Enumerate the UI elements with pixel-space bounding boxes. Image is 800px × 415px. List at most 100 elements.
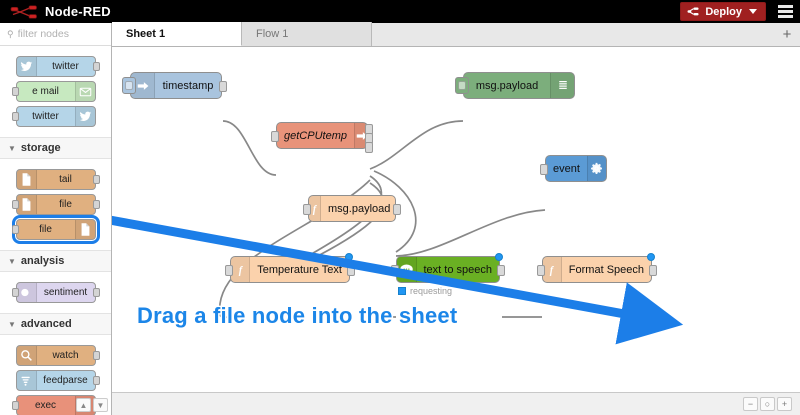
palette-category-body: watch feedparse exec xyxy=(0,335,111,415)
flow-node-text-speech[interactable]: text to speech xyxy=(391,253,505,283)
palette-node-label: exec xyxy=(34,400,57,411)
node-output-port[interactable] xyxy=(365,142,373,153)
node-input-port[interactable] xyxy=(271,131,279,142)
node-input-port[interactable] xyxy=(11,87,19,96)
node-output-port[interactable] xyxy=(497,265,505,276)
zoom-reset-button[interactable]: ○ xyxy=(760,397,775,411)
node-input-port[interactable] xyxy=(537,265,545,276)
chevron-down-icon[interactable]: ▼ xyxy=(93,398,108,412)
node-input-port[interactable] xyxy=(303,204,311,215)
palette-category-body: twitter e mail twitter xyxy=(0,46,111,137)
node-input-port[interactable] xyxy=(11,288,19,297)
flow-node-label: msg.payload xyxy=(475,79,539,92)
deploy-dropdown-caret-icon[interactable] xyxy=(749,9,757,14)
node-input-port[interactable] xyxy=(391,265,399,276)
flow-canvas[interactable]: timestamp getCPUtemp msg.payload event f msg.… xyxy=(112,47,800,392)
flow-node-label: Temperature Text xyxy=(257,263,342,276)
palette-body: twitter e mail twitter ▼storage tail file file… xyxy=(0,46,111,415)
palette-node-label: twitter xyxy=(52,61,79,72)
deploy-button[interactable]: Deploy xyxy=(680,2,766,21)
magnifier-icon xyxy=(16,346,37,365)
status-square-icon xyxy=(398,287,406,295)
palette-node-twitter[interactable]: twitter xyxy=(11,106,96,127)
node-action-button[interactable] xyxy=(455,77,469,94)
node-output-port[interactable] xyxy=(92,376,100,385)
palette-category-label: analysis xyxy=(20,255,65,267)
node-output-port[interactable] xyxy=(347,265,355,276)
search-icon: ⚲ xyxy=(7,28,14,39)
palette-node-label: watch xyxy=(52,350,79,361)
svg-text:f: f xyxy=(313,204,318,215)
twitter-bird-icon xyxy=(74,107,95,126)
twitter-bird-icon xyxy=(16,57,37,76)
annotation-caption: Drag a file node into the sheet xyxy=(135,302,458,330)
node-output-port[interactable] xyxy=(92,62,100,71)
flow-node-getcputemp[interactable]: getCPUtemp xyxy=(271,122,373,153)
palette-scroll-controls: ▲ ▼ xyxy=(76,398,108,412)
palette-node-sentiment[interactable]: sentiment xyxy=(11,282,100,303)
node-output-port[interactable] xyxy=(92,351,100,360)
node-output-port[interactable] xyxy=(393,204,401,215)
palette-category-advanced[interactable]: ▼advanced xyxy=(0,313,111,335)
node-input-port[interactable] xyxy=(11,401,19,410)
zoom-in-button[interactable]: + xyxy=(777,397,792,411)
chevron-up-icon[interactable]: ▲ xyxy=(76,398,91,412)
node-input-port[interactable] xyxy=(11,112,19,121)
node-status-label: requesting xyxy=(398,286,452,296)
debug-lines-icon xyxy=(550,73,574,98)
palette-node-label: sentiment xyxy=(43,287,88,298)
svg-text:f: f xyxy=(238,265,243,276)
node-output-port[interactable] xyxy=(649,265,657,276)
flow-node-label: text to speech xyxy=(423,263,493,276)
deploy-nodes-icon xyxy=(687,7,699,16)
file-page-icon xyxy=(16,170,37,189)
palette-node-file[interactable]: file xyxy=(11,194,100,215)
palette-category-analysis[interactable]: ▼ analysis xyxy=(0,250,111,272)
add-tab-button[interactable]: + xyxy=(782,25,792,43)
node-input-port[interactable] xyxy=(11,225,19,234)
file-page-icon xyxy=(74,220,95,239)
flow-node-label: Format Speech xyxy=(568,263,644,276)
flow-node-debug-top[interactable]: msg.payload xyxy=(455,72,575,99)
flow-node-temp-text[interactable]: f Temperature Text xyxy=(225,253,355,283)
palette-category-body: tail file file xyxy=(0,159,111,250)
node-input-port[interactable] xyxy=(11,200,19,209)
zoom-out-button[interactable]: − xyxy=(743,397,758,411)
palette-node-label: feedparse xyxy=(43,375,88,386)
node-status-text: requesting xyxy=(410,286,453,296)
search-input[interactable] xyxy=(17,28,103,40)
node-status-dot xyxy=(495,253,503,261)
app-header: Node-RED Deploy xyxy=(0,0,800,23)
node-palette: ⚲ twitter e mail twitter ▼storage tail file fi… xyxy=(0,23,112,415)
palette-filter: ⚲ xyxy=(0,23,111,46)
brand-title: Node-RED xyxy=(45,4,111,19)
palette-node-twitter[interactable]: twitter xyxy=(15,56,100,77)
palette-category-storage[interactable]: ▼storage xyxy=(0,137,111,159)
palette-category-body: sentiment xyxy=(0,272,111,313)
node-output-port[interactable] xyxy=(219,81,227,92)
flow-node-label: getCPUtemp xyxy=(284,129,347,142)
node-output-port[interactable] xyxy=(92,288,100,297)
tab-flow-1[interactable]: Flow 1 xyxy=(242,22,372,46)
palette-node-feedparse[interactable]: feedparse xyxy=(15,370,100,391)
node-input-port[interactable] xyxy=(225,265,233,276)
palette-node-e-mail[interactable]: e mail xyxy=(11,81,96,102)
palette-node-tail[interactable]: tail xyxy=(15,169,100,190)
palette-node-label: file xyxy=(59,199,72,210)
tab-sheet-1[interactable]: Sheet 1 xyxy=(112,22,242,46)
flow-node-label: msg.payload xyxy=(328,202,391,215)
node-action-button[interactable] xyxy=(122,77,136,94)
flow-node-timestamp[interactable]: timestamp xyxy=(122,72,227,99)
flow-node-debug-mid[interactable]: f msg.payload xyxy=(303,195,401,222)
node-input-port[interactable] xyxy=(540,164,548,175)
hamburger-menu-icon[interactable] xyxy=(770,0,800,23)
palette-node-file[interactable]: file xyxy=(11,215,100,244)
palette-node-watch[interactable]: watch xyxy=(15,345,100,366)
chevron-down-icon: ▼ xyxy=(8,256,16,266)
node-output-port[interactable] xyxy=(92,200,100,209)
flow-node-event[interactable]: event xyxy=(540,155,607,182)
node-output-port[interactable] xyxy=(92,175,100,184)
